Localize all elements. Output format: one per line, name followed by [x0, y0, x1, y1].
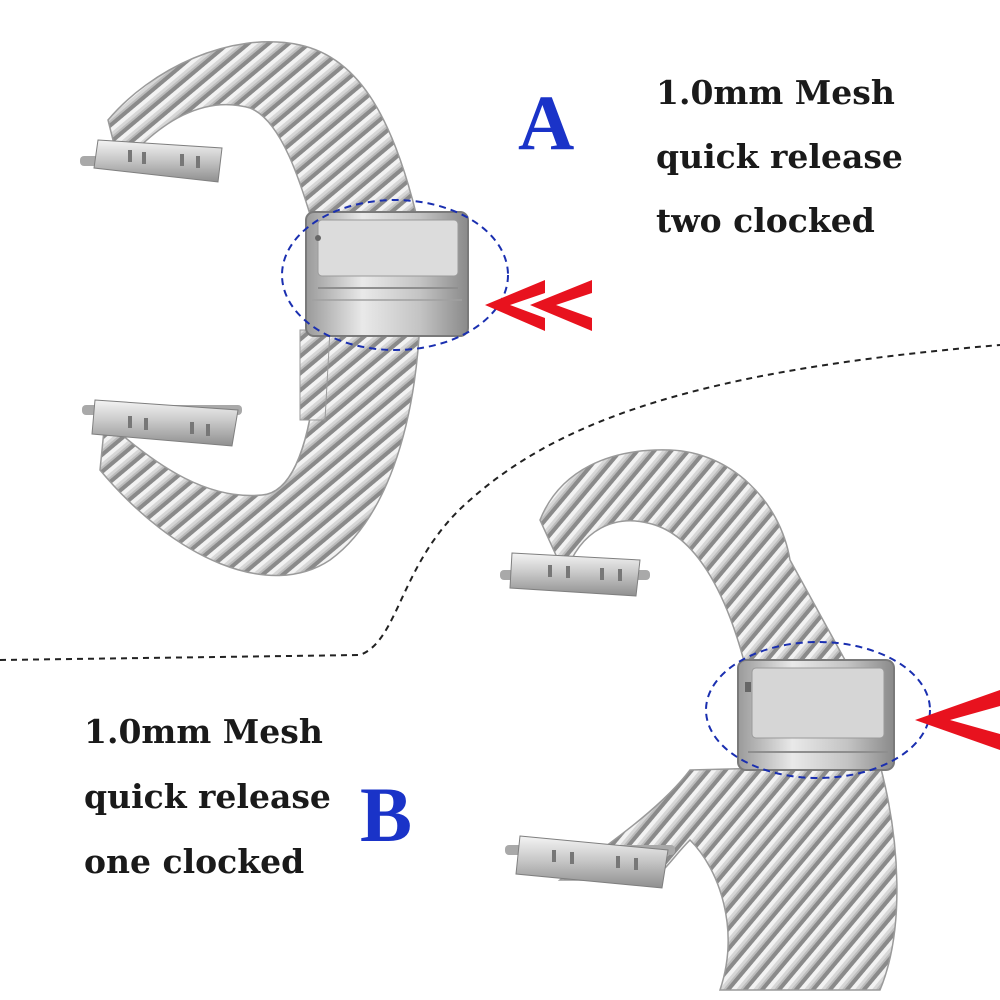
strap-a-upper-mesh: [107, 41, 421, 251]
strap-b-lower-release-pin: [505, 835, 675, 889]
variant-a-letter: A: [518, 79, 575, 166]
strap-a: [80, 41, 592, 577]
strap-a-mesh-link: [299, 329, 331, 421]
variant-b-spec-line-3: one clocked: [84, 842, 305, 881]
single-chevron-left-icon: [915, 690, 1000, 750]
variant-b-spec-line-1: 1.0mm Mesh: [84, 712, 323, 751]
variant-a-spec-line-2: quick release: [656, 137, 903, 176]
strap-b-upper-release-pin: [500, 552, 650, 597]
strap-a-lower-mesh: [99, 319, 421, 577]
strap-b-clasp: [737, 659, 895, 771]
variant-a-spec-line-1: 1.0mm Mesh: [656, 73, 895, 112]
section-divider: [0, 344, 1000, 661]
strap-b-clasp-highlight: [705, 641, 931, 779]
strap-a-upper-release-pin: [80, 139, 223, 183]
variant-b-letter: B: [360, 771, 413, 858]
variant-b-spec-line-2: quick release: [84, 777, 331, 816]
double-chevron-left-icon: [485, 280, 592, 331]
strap-a-lower-release-pin: [82, 399, 242, 447]
variant-a-spec-line-3: two clocked: [656, 201, 875, 240]
strap-a-clasp: [305, 211, 469, 337]
strap-b: [500, 449, 1000, 991]
strap-a-clasp-highlight: [281, 199, 509, 351]
